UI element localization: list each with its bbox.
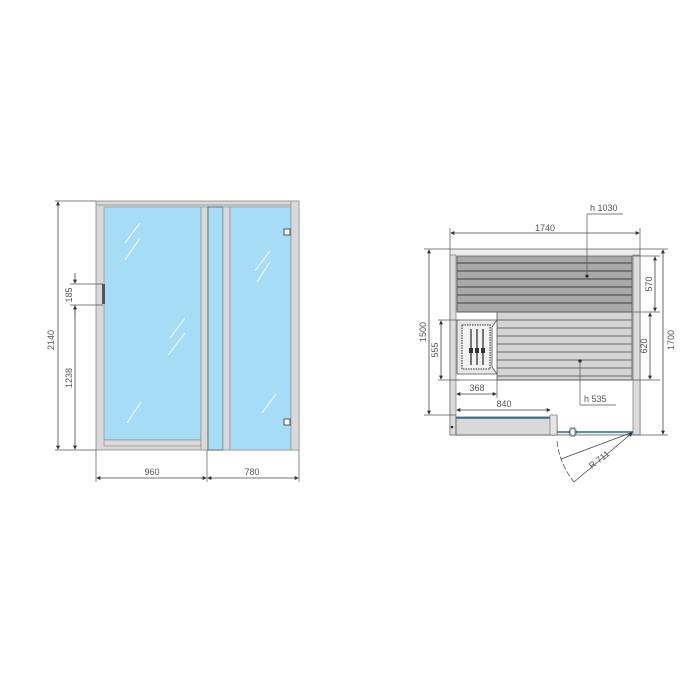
- upper-bench-slats: [457, 262, 632, 304]
- door-handle: [102, 284, 105, 304]
- dim-right-width: 780: [244, 467, 259, 477]
- dim-heater-depth: 555: [430, 342, 440, 357]
- glass-reflections: [124, 222, 277, 424]
- hinge-bottom-icon: [283, 418, 291, 426]
- left-bottom-rail: [103, 439, 202, 447]
- dim-door-panel-width: 840: [496, 399, 511, 409]
- door-handle-plan: [569, 427, 576, 437]
- dim-handle-length: 185: [64, 287, 74, 302]
- mullion-right: [222, 206, 231, 451]
- label-lower-bench-height: h 535: [584, 394, 607, 404]
- left-glass-panel: [103, 206, 202, 441]
- right-frame-post: [290, 200, 300, 451]
- dim-inner-depth: 1500: [418, 322, 428, 342]
- mullion-left: [200, 206, 209, 451]
- dim-handle-height: 1238: [64, 368, 74, 388]
- fixed-glass-panel: [455, 416, 558, 436]
- dim-total-height: 2140: [46, 330, 56, 350]
- right-glass-door: [229, 206, 292, 451]
- plan-view: R 711 1740 1700 570 620 1500 555 368: [418, 203, 676, 483]
- label-upper-bench-height: h 1030: [590, 203, 618, 213]
- dim-upper-bench-depth: 570: [644, 276, 654, 291]
- heater-icon: [456, 319, 498, 375]
- lower-bench-slats: [497, 319, 632, 377]
- dim-lower-bench-depth: 620: [639, 338, 649, 353]
- front-view: 2140 1238 185 960 780: [46, 200, 300, 482]
- dim-left-width: 960: [144, 467, 159, 477]
- left-wall: [449, 254, 457, 436]
- narrow-glass: [207, 206, 224, 451]
- door-swing-arc: [556, 440, 575, 483]
- lower-bench: [496, 311, 633, 381]
- dim-total-width: 1740: [535, 223, 555, 233]
- hinge-top-icon: [283, 228, 291, 236]
- dim-door-radius: R 711: [587, 449, 612, 471]
- dim-depth: 1700: [666, 330, 676, 350]
- dim-heater-width: 368: [469, 383, 484, 393]
